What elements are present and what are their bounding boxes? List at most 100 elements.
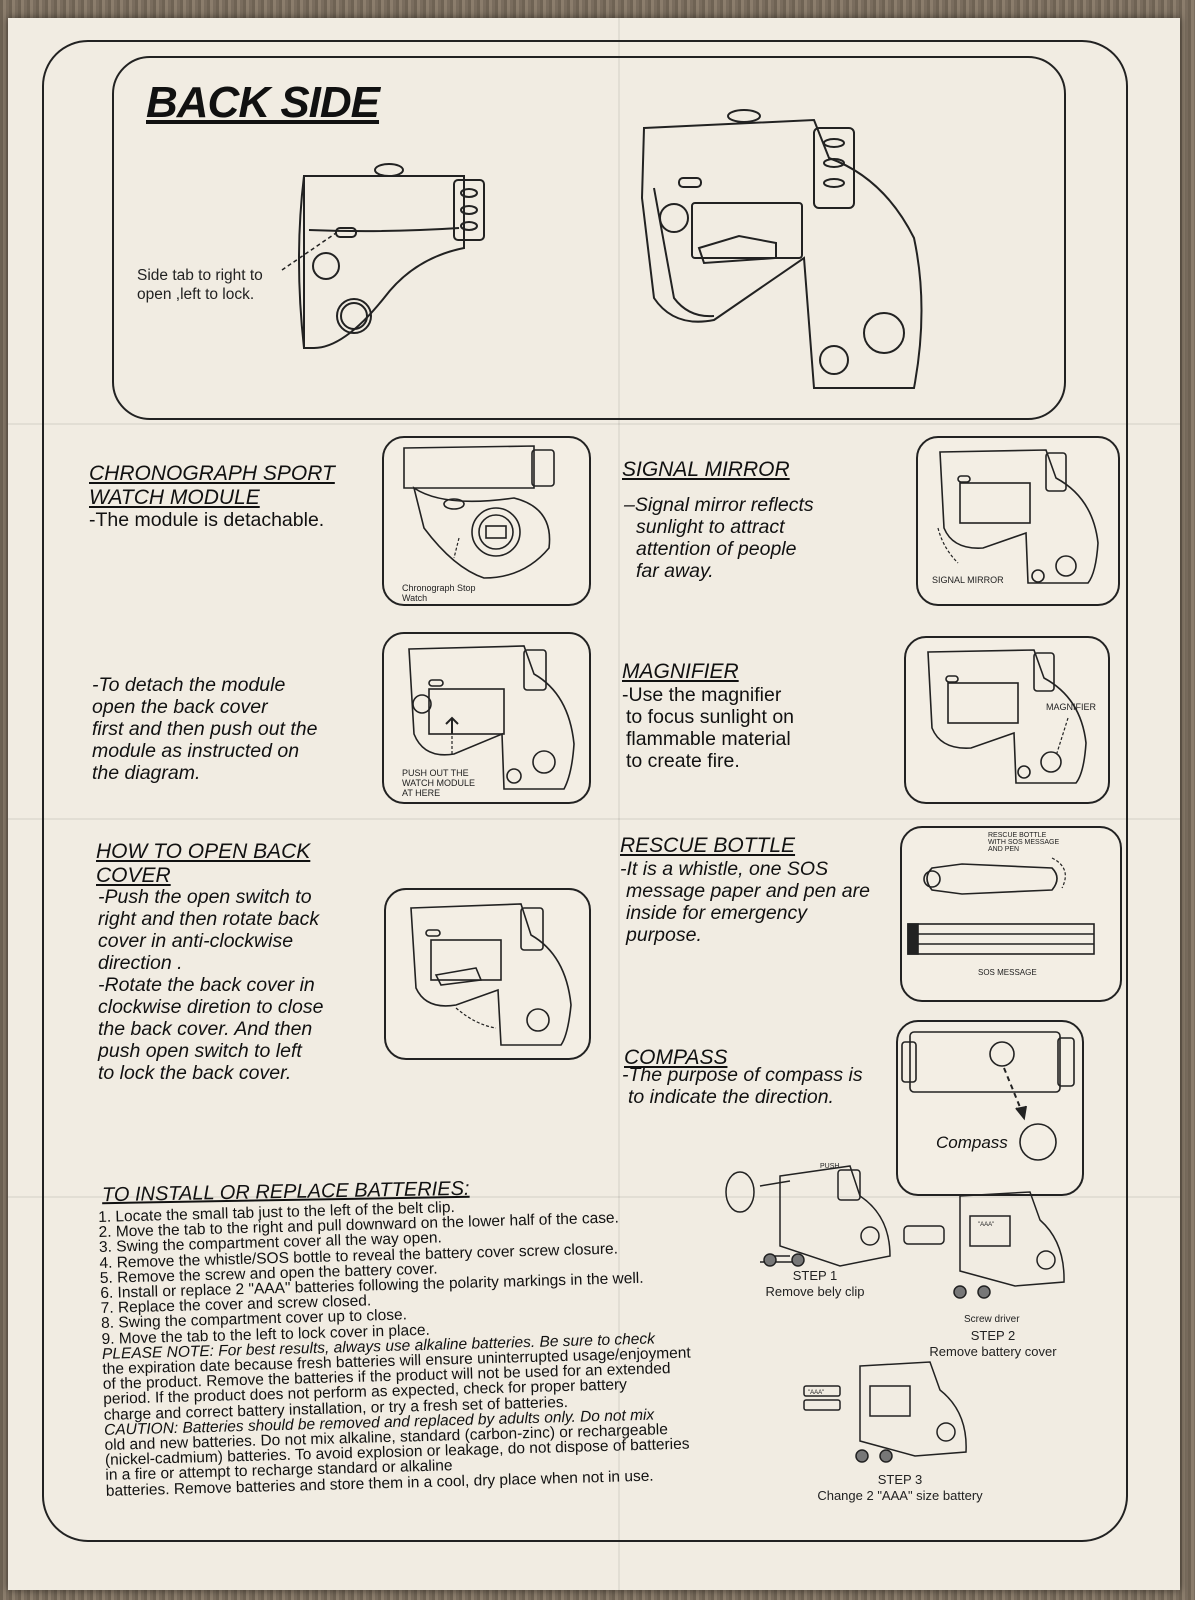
step-label: STEP 3 bbox=[877, 1472, 923, 1487]
step2-drawing: "AAA" bbox=[903, 1191, 1065, 1299]
text-line: the back cover. And then bbox=[98, 1018, 313, 1040]
step-text: Remove battery cover bbox=[929, 1344, 1057, 1359]
magnifier-heading: MAGNIFIER bbox=[622, 660, 739, 683]
text-line: -Push the open switch to bbox=[98, 886, 312, 908]
watch-module-drawing bbox=[403, 445, 555, 579]
rescue-bottle-illustration: RESCUE BOTTLE WITH SOS MESSAGE AND PEN S… bbox=[900, 826, 1122, 1002]
fold-line bbox=[8, 423, 1180, 425]
text-line: far away. bbox=[636, 560, 714, 582]
text-line: to lock the back cover. bbox=[98, 1062, 292, 1084]
signal-mirror-caption: SIGNAL MIRROR bbox=[932, 575, 1004, 585]
magnifier-drawing bbox=[927, 649, 1087, 784]
caption-line: AT HERE bbox=[402, 788, 441, 798]
rescue-bottle-text: -It is a whistle, one SOS message paper … bbox=[620, 858, 870, 946]
open-cover-heading: HOW TO OPEN BACK COVER bbox=[96, 840, 310, 888]
instruction-sheet bbox=[8, 18, 1180, 1590]
text-line: Side tab to right to bbox=[137, 267, 263, 284]
caption-line: WITH SOS MESSAGE bbox=[988, 839, 1060, 846]
rescue-bottle-drawing bbox=[907, 857, 1095, 955]
text-line: -Use the magnifier bbox=[622, 684, 782, 706]
magnifier-illustration: MAGNIFIER bbox=[904, 636, 1110, 804]
signal-mirror-text: –Signal mirror reflects sunlight to attr… bbox=[624, 494, 814, 582]
text-line: purpose. bbox=[626, 924, 702, 946]
compass-heading: COMPASS bbox=[624, 1046, 728, 1069]
back-side-panel bbox=[112, 56, 1066, 420]
magnifier-caption: MAGNIFIER bbox=[1046, 702, 1097, 712]
step-label: STEP 1 bbox=[792, 1268, 838, 1283]
step-label: STEP 2 bbox=[970, 1328, 1016, 1343]
page-title: BACK SIDE bbox=[146, 78, 380, 127]
chronograph-illustration: Chronograph Stop Watch bbox=[382, 436, 591, 606]
heading-line: CHRONOGRAPH SPORT bbox=[89, 462, 335, 485]
step-text: Change 2 "AAA" size battery bbox=[817, 1488, 983, 1503]
text-line: open the back cover bbox=[92, 696, 268, 718]
rescue-bottle-caption: RESCUE BOTTLE WITH SOS MESSAGE AND PEN bbox=[988, 832, 1059, 853]
compass-illustration: Compass bbox=[896, 1020, 1084, 1196]
push-label: PUSH bbox=[820, 1163, 839, 1170]
text-line: module as instructed on bbox=[92, 740, 300, 762]
caption-line: AND PEN bbox=[988, 846, 1020, 853]
compass-caption: Compass bbox=[936, 1133, 1008, 1152]
heading-line: HOW TO OPEN BACK bbox=[96, 840, 311, 863]
text-line: first and then push out the bbox=[92, 718, 318, 740]
text-line: clockwise diretion to close bbox=[98, 996, 324, 1018]
text-line: to focus sunlight on bbox=[626, 706, 795, 728]
detach-module-text: -To detach the module open the back cove… bbox=[92, 674, 318, 784]
text-line: –Signal mirror reflects bbox=[624, 494, 814, 516]
caption-line: PUSH OUT THE bbox=[402, 768, 469, 778]
detach-module-illustration: PUSH OUT THE WATCH MODULE AT HERE bbox=[382, 632, 591, 804]
compass-text: -The purpose of compass is to indicate t… bbox=[622, 1064, 863, 1108]
aaa-label: "AAA" bbox=[978, 1222, 994, 1228]
rescue-bottle-heading: RESCUE BOTTLE bbox=[620, 834, 796, 857]
caption-line: WATCH MODULE bbox=[402, 778, 475, 788]
step-text: Remove bely clip bbox=[765, 1284, 865, 1299]
signal-mirror-illustration: SIGNAL MIRROR bbox=[916, 436, 1120, 606]
detach-caption: PUSH OUT THE WATCH MODULE AT HERE bbox=[402, 768, 475, 798]
step1-caption: STEP 1 Remove bely clip bbox=[760, 1268, 870, 1300]
text-line: direction . bbox=[98, 952, 183, 974]
sos-message-caption: SOS MESSAGE bbox=[978, 968, 1037, 977]
text-line: cover in anti-clockwise bbox=[98, 930, 294, 952]
text-line: push open switch to left bbox=[98, 1040, 302, 1062]
text-line: right and then rotate back bbox=[98, 908, 320, 930]
caption-line: Chronograph Stop bbox=[402, 583, 476, 593]
text-line: flammable material bbox=[626, 728, 791, 750]
fold-line bbox=[618, 18, 620, 1590]
step1-drawing: PUSH bbox=[725, 1163, 891, 1267]
text-line: to create fire. bbox=[626, 750, 740, 772]
magnifier-text: -Use the magnifier to focus sunlight on … bbox=[622, 684, 794, 772]
signal-mirror-drawing bbox=[937, 449, 1099, 584]
detach-drawing bbox=[408, 645, 575, 790]
heading-line: COVER bbox=[96, 864, 171, 887]
text-line: -The purpose of compass is bbox=[622, 1064, 863, 1086]
text-line: to indicate the direction. bbox=[628, 1086, 834, 1108]
text-line: sunlight to attract bbox=[636, 516, 785, 538]
battery-instructions: 1. Locate the small tab just to the left… bbox=[98, 1194, 694, 1500]
text-line: open ,left to lock. bbox=[137, 286, 255, 303]
text-line: attention of people bbox=[636, 538, 797, 560]
chronograph-text: -The module is detachable. bbox=[89, 509, 325, 531]
text-line: the diagram. bbox=[92, 762, 201, 784]
heading-line: WATCH MODULE bbox=[89, 486, 260, 509]
fold-line bbox=[8, 818, 1180, 820]
back-side-illustration bbox=[281, 109, 923, 389]
text-line: message paper and pen are bbox=[626, 880, 870, 902]
step3-caption: STEP 3 Change 2 "AAA" size battery bbox=[800, 1472, 1000, 1504]
open-cover-drawing bbox=[410, 903, 572, 1046]
side-tab-instruction: Side tab to right to open ,left to lock. bbox=[137, 266, 263, 304]
aaa-label: "AAA" bbox=[808, 1390, 824, 1396]
screwdriver-label: Screw driver bbox=[964, 1314, 1020, 1325]
caption-line: RESCUE BOTTLE bbox=[988, 832, 1047, 839]
text-line: -It is a whistle, one SOS bbox=[620, 858, 829, 880]
chronograph-caption: Chronograph Stop Watch bbox=[402, 583, 476, 603]
outer-frame bbox=[42, 40, 1128, 1542]
text-line: inside for emergency bbox=[626, 902, 808, 924]
text-line: -To detach the module bbox=[92, 674, 286, 696]
text-line: -Rotate the back cover in bbox=[98, 974, 315, 996]
chronograph-heading: CHRONOGRAPH SPORT WATCH MODULE bbox=[89, 462, 335, 510]
caption-line: Watch bbox=[402, 593, 428, 603]
open-cover-text: -Push the open switch to right and then … bbox=[98, 886, 323, 1084]
compass-drawing bbox=[901, 1031, 1075, 1161]
fold-line bbox=[8, 1196, 1180, 1198]
step2-caption: Screw driver STEP 2 Remove battery cover bbox=[918, 1312, 1068, 1360]
